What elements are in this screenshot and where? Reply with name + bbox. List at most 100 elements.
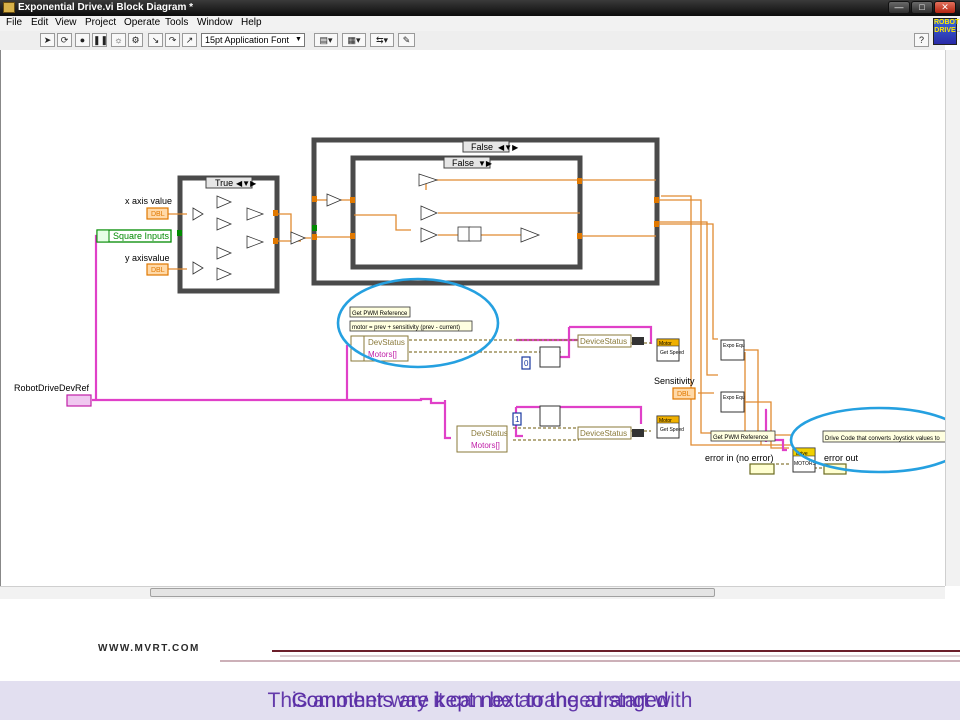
- comment-formula-text: motor = prev + sensitivity (prev - curre…: [352, 325, 460, 331]
- menu-project[interactable]: Project: [85, 17, 117, 28]
- get-speed-1-text: Get Speed: [660, 350, 684, 356]
- highlight-ellipse-right: [789, 406, 960, 474]
- run-arrow-icon[interactable]: ➤: [40, 33, 55, 47]
- unbundle-2: [456, 425, 508, 453]
- comment-formula: [349, 320, 473, 332]
- error-out-label: error out: [824, 453, 859, 463]
- step-into-icon[interactable]: ↘: [148, 33, 163, 47]
- align-objects-icon[interactable]: ▤▾: [314, 33, 338, 47]
- menu-view[interactable]: View: [55, 17, 77, 28]
- caption-line-b: This another way it can be arranged star…: [267, 689, 693, 712]
- device-status-2-text: DeviceStatus: [580, 429, 627, 438]
- motor-2-text: Motor: [659, 418, 672, 424]
- square-inputs-arrow: [96, 229, 110, 243]
- device-status-1-node: [632, 337, 644, 345]
- run-continuously-icon[interactable]: ⟳: [57, 33, 72, 47]
- menu-file[interactable]: File: [6, 17, 23, 28]
- const-1-box: [512, 412, 522, 426]
- minimize-icon[interactable]: —: [888, 1, 910, 14]
- font-selector[interactable]: 15pt Application Font ▼: [201, 33, 305, 47]
- y-axis-terminal: [146, 263, 169, 276]
- error-in-terminal: [749, 463, 775, 475]
- diagram-canvas: False ◀▼▶ False ▼▶ True ◀▼▶: [14, 137, 960, 475]
- const-0-text: 0: [524, 359, 529, 368]
- retain-wire-values-icon[interactable]: ⚙: [128, 33, 143, 47]
- orange-wires: [168, 179, 791, 449]
- devstatus-1-text: DevStatus: [368, 338, 405, 347]
- caption-line-a: Comments are kept next to the arranged: [291, 689, 669, 712]
- close-icon[interactable]: ✕: [934, 1, 956, 14]
- step-over-icon[interactable]: ↷: [165, 33, 180, 47]
- footer-logo: WWW.MVRT.COM: [98, 643, 200, 654]
- case-arrows-true: ◀▼▶: [236, 179, 257, 188]
- menu-bar: File Edit View Project Operate Tools Win…: [0, 16, 960, 32]
- error-in-label: error in (no error): [705, 453, 774, 463]
- window-title: Exponential Drive.vi Block Diagram *: [18, 2, 194, 13]
- sensitivity-label: Sensitivity: [654, 376, 695, 386]
- outer-case-selector: [462, 140, 510, 153]
- palette-icon[interactable]: ROBOT DRIVE: [933, 18, 959, 45]
- comment-drive-text: Drive Code that converts Joystick values…: [825, 436, 940, 442]
- menu-window[interactable]: Window: [197, 17, 233, 28]
- device-status-2: [577, 426, 632, 440]
- const-1-text: 1: [515, 415, 520, 424]
- index-array-1: [539, 346, 561, 368]
- true-case-selector: [205, 176, 253, 189]
- inner-case-selector: [443, 156, 491, 169]
- comment-get-pwm-1: [349, 306, 411, 318]
- sensitivity-terminal: [672, 387, 696, 400]
- caption-strip: [0, 681, 960, 720]
- font-selector-value: 15pt Application Font: [205, 35, 290, 45]
- inner-case-label: False: [452, 158, 474, 168]
- get-speed-2-text: Get Speed: [660, 427, 684, 433]
- menu-operate[interactable]: Operate: [124, 17, 161, 28]
- distribute-objects-icon[interactable]: ▦▾: [342, 33, 366, 47]
- expo-equ-1: [720, 339, 745, 361]
- square-inputs-label: Square Inputs: [113, 231, 170, 241]
- motors-vi-text: MOTORS: [794, 461, 817, 467]
- abort-icon[interactable]: ●: [75, 33, 90, 47]
- menu-help[interactable]: Help: [241, 17, 262, 28]
- footer-lines: [220, 650, 960, 662]
- robot-ref-label: RobotDriveDevRef: [14, 383, 90, 393]
- comment-get-pwm-1-text: Get PWM Reference: [352, 311, 408, 317]
- y-axis-dbl: DBL: [151, 267, 165, 274]
- drive-text: Drive: [796, 451, 808, 457]
- comment-get-pwm-2-text: Get PWM Reference: [713, 435, 769, 441]
- expo-equ-2: [720, 391, 745, 413]
- horizontal-scroll-thumb[interactable]: [150, 588, 715, 597]
- device-status-1-text: DeviceStatus: [580, 337, 627, 346]
- block-diagram[interactable]: False ◀▼▶ False ▼▶ True ◀▼▶: [0, 50, 960, 598]
- unbundle-1: [363, 335, 409, 362]
- clean-up-diagram-icon[interactable]: ✎: [398, 33, 415, 47]
- case-arrows-inner: ▼▶: [478, 159, 493, 168]
- expo-equ-1-text: Expo Equ: [723, 343, 745, 349]
- devstatus-2-text: DevStatus: [471, 429, 508, 438]
- comment-get-pwm-2: [710, 430, 776, 442]
- const-0-box: [521, 356, 531, 370]
- reorder-icon[interactable]: ⇆▾: [370, 33, 394, 47]
- device-status-1: [577, 334, 632, 348]
- highlight-execution-icon[interactable]: ☼: [111, 33, 126, 47]
- step-out-icon[interactable]: ↗: [182, 33, 197, 47]
- math-nodes-true: [192, 195, 265, 281]
- toolbar: ➤ ⟳ ● ❚❚ ☼ ⚙ ↘ ↷ ↗ 15pt Application Font…: [0, 31, 945, 51]
- outer-case-label: False: [471, 142, 493, 152]
- x-axis-terminal: [146, 207, 169, 220]
- vi-icon: [3, 2, 15, 13]
- chevron-down-icon: ▼: [295, 36, 302, 43]
- maximize-icon[interactable]: □: [911, 1, 933, 14]
- motors-2-text: Motors[]: [471, 441, 500, 450]
- title-bar: [0, 0, 960, 16]
- motor-1-text: Motor: [659, 341, 672, 347]
- tunnels: [273, 178, 659, 244]
- pause-icon[interactable]: ❚❚: [92, 33, 109, 47]
- y-axis-label: y axisvalue: [125, 253, 170, 263]
- help-icon[interactable]: ?: [914, 33, 929, 47]
- menu-tools[interactable]: Tools: [165, 17, 189, 28]
- math-nodes-case: [290, 173, 541, 245]
- vertical-scrollbar[interactable]: [945, 50, 960, 586]
- robot-ref-terminal: [66, 394, 92, 407]
- motor-get-speed-2-header: [656, 415, 680, 424]
- menu-edit[interactable]: Edit: [31, 17, 49, 28]
